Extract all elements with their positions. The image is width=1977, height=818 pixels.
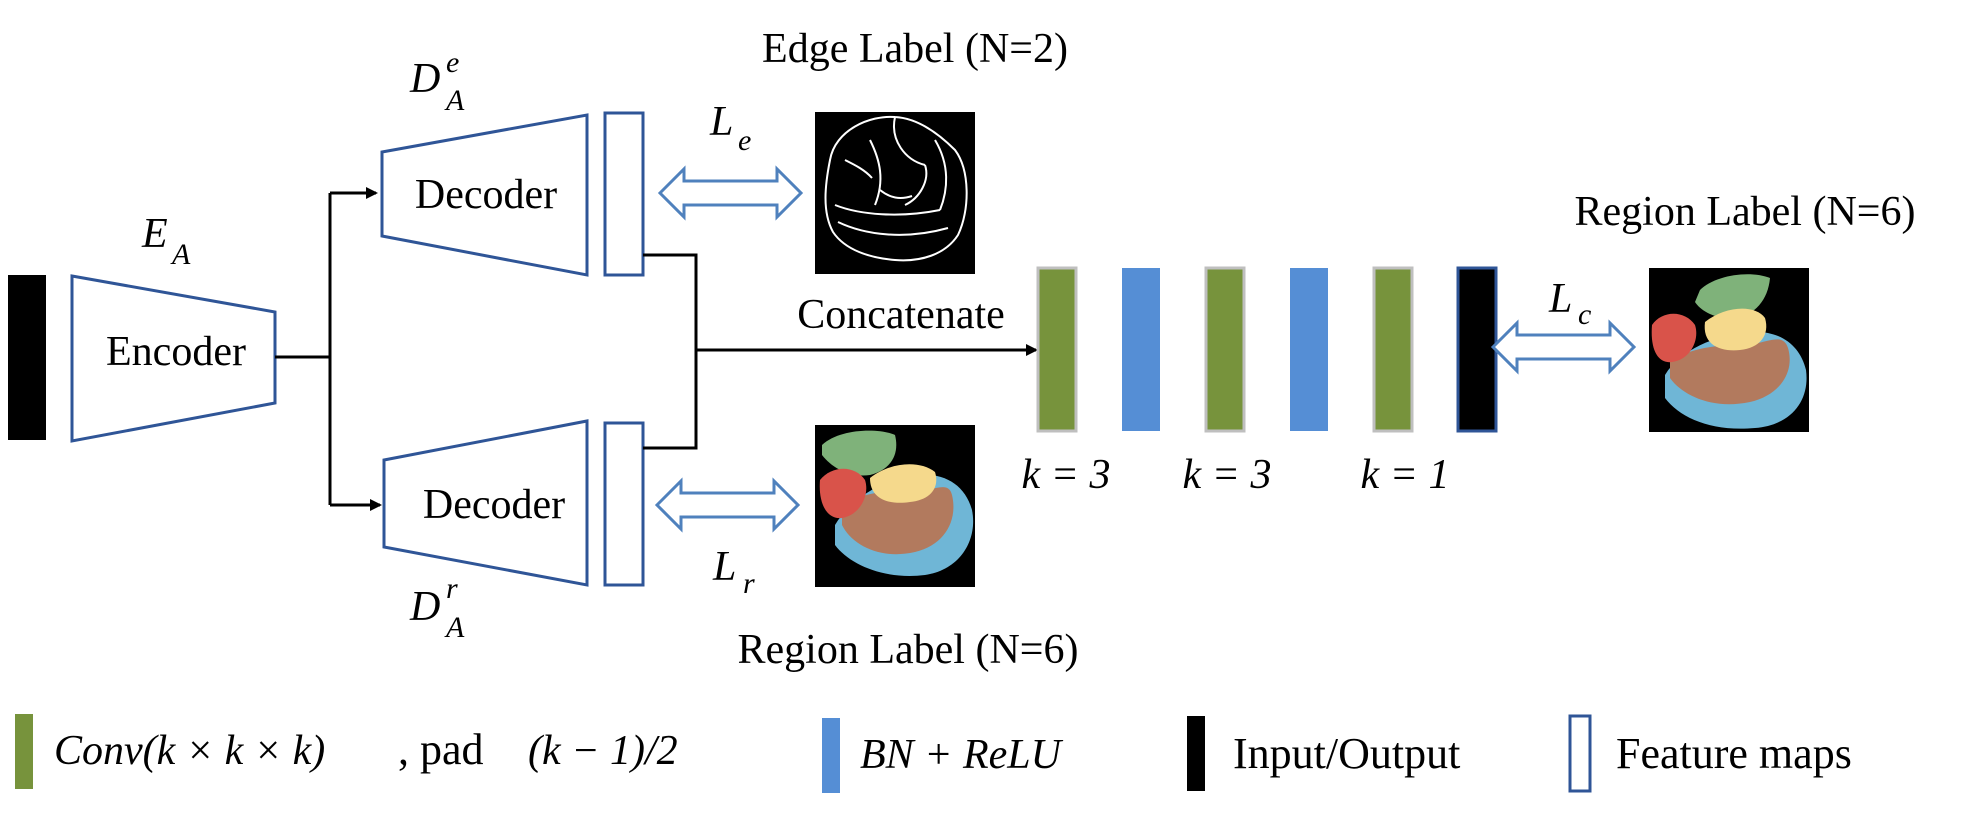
- legend-feature-swatch: [1568, 714, 1592, 793]
- decoder-region-superscript: r: [446, 572, 458, 605]
- decoder-edge-subscript: A: [444, 84, 465, 117]
- legend-feature-text: Feature maps: [1616, 729, 1852, 778]
- feature-map-region: [603, 421, 645, 587]
- decoder-region: Decoder D r A: [382, 419, 645, 644]
- head-layer-conv-3: [1204, 266, 1246, 433]
- legend-bn-swatch: [822, 718, 840, 793]
- encoder-label: Encoder: [106, 329, 246, 375]
- encoder-connectors: [275, 187, 382, 511]
- legend-conv-math: Conv(k × k × k): [54, 728, 325, 774]
- legend-conv-swatch: [15, 714, 33, 789]
- double-arrow-region-icon: [654, 477, 801, 533]
- concatenate-label: Concatenate: [797, 292, 1005, 338]
- final-loss: L c: [1548, 276, 1591, 331]
- region-map-image: [815, 425, 975, 587]
- decoder-region-subscript: A: [444, 611, 465, 644]
- encoder-subscript: A: [170, 238, 191, 271]
- region-label-right-title: Region Label (N=6): [1575, 189, 1916, 235]
- kernel-label-1: k = 3: [1022, 452, 1111, 498]
- legend-io-text: Input/Output: [1233, 729, 1460, 778]
- legend-io-swatch: [1187, 716, 1205, 791]
- decoder-region-label: Decoder: [423, 482, 565, 528]
- feature-map-edge: [603, 111, 645, 277]
- head-layer-conv-5: [1372, 266, 1414, 433]
- legend-bn-text: BN + ReLU: [860, 732, 1064, 778]
- output-region-map-image: [1649, 268, 1809, 432]
- legend-conv-text: , pad: [398, 725, 484, 774]
- encoder: Encoder E A: [70, 211, 277, 443]
- final-loss-symbol: L: [1548, 276, 1572, 322]
- head-layer-bn-2: [1122, 268, 1160, 431]
- concatenate-connectors: [643, 253, 1038, 450]
- edge-loss-subscript: e: [738, 124, 751, 157]
- edge-loss: L e: [709, 99, 751, 157]
- decoder-edge-superscript: e: [446, 46, 459, 79]
- edge-map-image: [815, 112, 975, 274]
- decoder-region-symbol: D: [409, 584, 440, 630]
- decoder-edge: Decoder D e A: [380, 46, 645, 277]
- decoder-edge-symbol: D: [409, 56, 440, 102]
- kernel-label-2: k = 3: [1183, 452, 1272, 498]
- head-layer-io-6: [1456, 266, 1498, 433]
- edge-label-title: Edge Label (N=2): [762, 26, 1068, 72]
- final-loss-subscript: c: [1578, 298, 1591, 331]
- double-arrow-output-icon: [1490, 319, 1637, 375]
- head-layers: [1036, 266, 1498, 433]
- double-arrow-edge-icon: [657, 165, 804, 221]
- head-layer-bn-4: [1290, 268, 1328, 431]
- region-label-bottom-title: Region Label (N=6): [738, 627, 1079, 673]
- kernel-label-3: k = 1: [1361, 452, 1450, 498]
- region-loss: L r: [712, 544, 755, 600]
- head-layer-conv-1: [1036, 266, 1078, 433]
- input-block: [8, 275, 46, 440]
- decoder-edge-label: Decoder: [415, 172, 557, 218]
- encoder-symbol: E: [141, 211, 168, 257]
- edge-loss-symbol: L: [709, 99, 733, 145]
- region-loss-symbol: L: [712, 544, 736, 590]
- legend-conv-math2: (k − 1)/2: [528, 728, 678, 774]
- region-loss-subscript: r: [743, 567, 755, 600]
- legend: Conv(k × k × k) , pad (k − 1)/2 BN + ReL…: [15, 714, 1852, 793]
